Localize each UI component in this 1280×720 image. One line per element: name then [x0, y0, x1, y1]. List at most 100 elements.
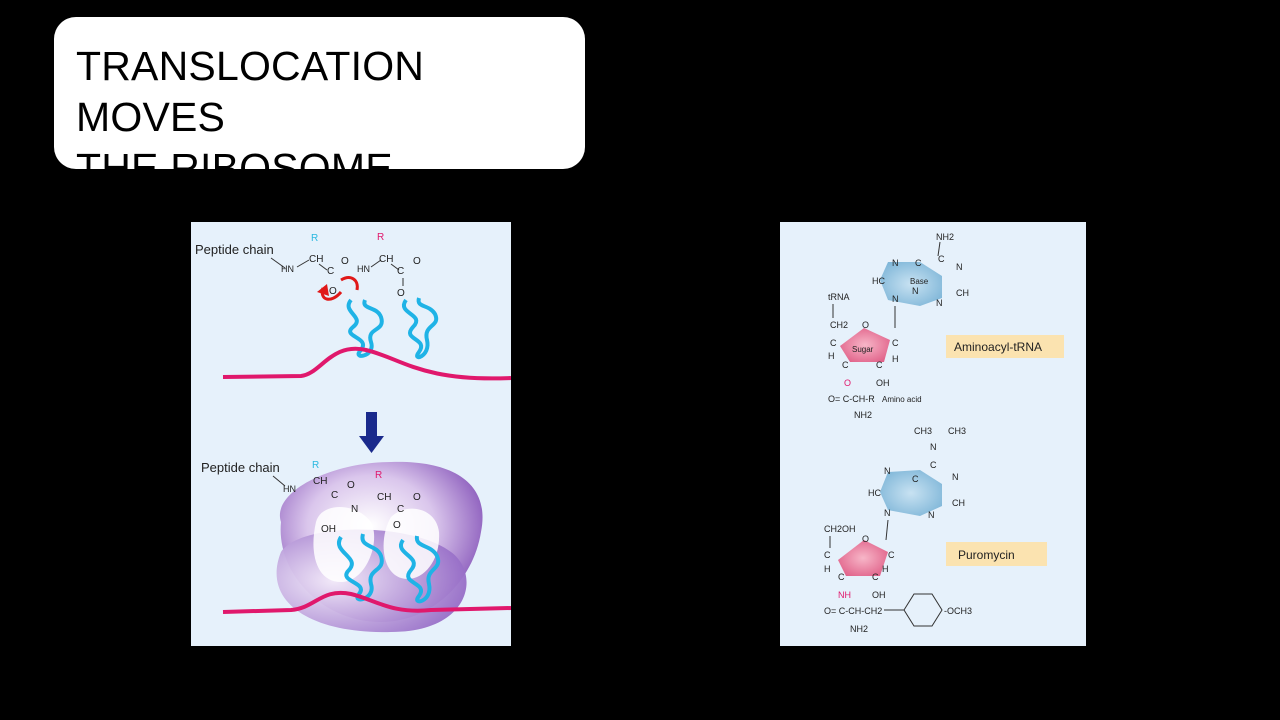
puro-o-ring: O — [862, 534, 869, 544]
amino-c6: C — [876, 360, 883, 370]
amino-o-ester: O — [844, 378, 851, 388]
mrna-top — [222, 346, 511, 381]
amino-acid: Amino acid — [882, 395, 922, 404]
puro-h1: H — [824, 564, 831, 574]
slide-title-line1: TRANSLOCATION MOVES — [76, 43, 425, 140]
top-state: Peptide chain HN R CH C O O HN R CH C O … — [195, 232, 511, 381]
puro-amide: O= C-CH-CH2 — [824, 606, 882, 616]
bottom-o1: O — [347, 480, 355, 491]
puro-c6: C — [872, 572, 879, 582]
trna-2-bottom — [399, 535, 441, 604]
amino-c3: C — [830, 338, 837, 348]
sugar-ring-top — [840, 328, 890, 362]
structures-diagram: NH2 N C C N HC Base CH N N N tRNA CH2 O … — [780, 222, 1086, 646]
base-ring-top — [880, 262, 942, 306]
mrna-bottom — [222, 590, 511, 614]
amino-n4: N — [936, 298, 943, 308]
trna-1-bottom — [337, 533, 384, 602]
puro-n2: N — [952, 472, 959, 482]
puro-h2: H — [882, 564, 889, 574]
amino-c2: C — [938, 254, 945, 264]
amino-c4: C — [892, 338, 899, 348]
puro-ch3a: CH3 — [914, 426, 932, 436]
bottom-oh: OH — [321, 524, 336, 535]
top-o3: O — [413, 256, 421, 267]
structures-svg: NH2 N C C N HC Base CH N N N tRNA CH2 O … — [824, 232, 1064, 634]
amino-h2: H — [892, 354, 899, 364]
puro-c2: C — [912, 474, 919, 484]
puro-ch3b: CH3 — [948, 426, 966, 436]
aminoacyl-trna-structure: NH2 N C C N HC Base CH N N N tRNA CH2 O … — [828, 232, 1064, 420]
puro-n4: N — [928, 510, 935, 520]
bottom-r1: R — [312, 460, 319, 471]
amino-base: Base — [910, 277, 929, 286]
trna-2-top — [402, 297, 439, 360]
bottom-o2: O — [413, 492, 421, 503]
puro-c3: C — [824, 550, 831, 560]
puro-och3: -OCH3 — [944, 606, 972, 616]
puromycin-label: Puromycin — [958, 548, 1015, 562]
curved-arrow-2 — [340, 276, 359, 291]
bottom-o3: O — [393, 520, 401, 531]
puro-ch2oh: CH2OH — [824, 524, 856, 534]
top-r2: R — [377, 232, 384, 243]
amino-ester: O= C-CH-R — [828, 394, 875, 404]
puro-n-top: N — [930, 442, 937, 452]
puro-nh: NH — [838, 590, 851, 600]
amino-oh: OH — [876, 378, 890, 388]
amino-nh2-bottom: NH2 — [854, 410, 872, 420]
top-peptide-label: Peptide chain — [195, 242, 274, 257]
puromycin-label-box — [946, 542, 1047, 566]
amino-ch2: CH2 — [830, 320, 848, 330]
amino-n1: N — [892, 258, 899, 268]
top-o2: O — [329, 286, 337, 297]
bottom-peptide-label: Peptide chain — [201, 460, 280, 475]
amino-ch: CH — [956, 288, 969, 298]
amino-hc: HC — [872, 276, 885, 286]
top-c1: C — [327, 266, 334, 277]
puro-n1: N — [884, 466, 891, 476]
puro-nh2-bottom: NH2 — [850, 624, 868, 634]
top-hn2: HN — [357, 264, 370, 274]
bottom-c2: C — [397, 504, 404, 515]
slide-title-line2: THE RIBOSOME — [76, 145, 393, 191]
top-o1: O — [341, 256, 349, 267]
bottom-c1: C — [331, 490, 338, 501]
amino-sugar: Sugar — [852, 345, 874, 354]
amino-n2: N — [956, 262, 963, 272]
top-ch2: CH — [379, 254, 393, 265]
translocation-diagram: Peptide chain HN R CH C O O HN R CH C O … — [191, 222, 511, 646]
top-hn1: HN — [281, 264, 294, 274]
bottom-ch2: CH — [377, 492, 391, 503]
bottom-r2: R — [375, 470, 382, 481]
amino-o-ring: O — [862, 320, 869, 330]
top-c2: C — [397, 266, 404, 277]
puro-oh: OH — [872, 590, 886, 600]
down-arrow — [359, 412, 384, 453]
amino-c5: C — [842, 360, 849, 370]
amino-n5: N — [912, 286, 919, 296]
amino-nh2: NH2 — [936, 232, 954, 242]
puro-c4: C — [888, 550, 895, 560]
amino-trna: tRNA — [828, 292, 850, 302]
benzene-ring — [903, 593, 943, 627]
bottom-ch1: CH — [313, 476, 327, 487]
translocation-svg: Peptide chain HN R CH C O O HN R CH C O … — [195, 232, 511, 633]
aminoacyl-label-box — [946, 335, 1064, 358]
puro-ch: CH — [952, 498, 965, 508]
bottom-hn: HN — [283, 484, 296, 494]
puro-c1: C — [930, 460, 937, 470]
base-ring-bottom — [880, 470, 942, 516]
aminoacyl-label: Aminoacyl-tRNA — [954, 340, 1042, 354]
puro-n3: N — [884, 508, 891, 518]
amino-c1: C — [915, 258, 922, 268]
puro-hc: HC — [868, 488, 881, 498]
top-r1: R — [311, 233, 318, 244]
top-o4: O — [397, 288, 405, 299]
amino-h1: H — [828, 351, 835, 361]
puro-c5: C — [838, 572, 845, 582]
trna-1-top — [346, 298, 384, 358]
sugar-ring-bottom — [838, 540, 888, 576]
bottom-n: N — [351, 504, 358, 515]
puromycin-structure: CH3 CH3 N N C C N HC CH N N CH2OH O C C … — [824, 426, 1047, 634]
